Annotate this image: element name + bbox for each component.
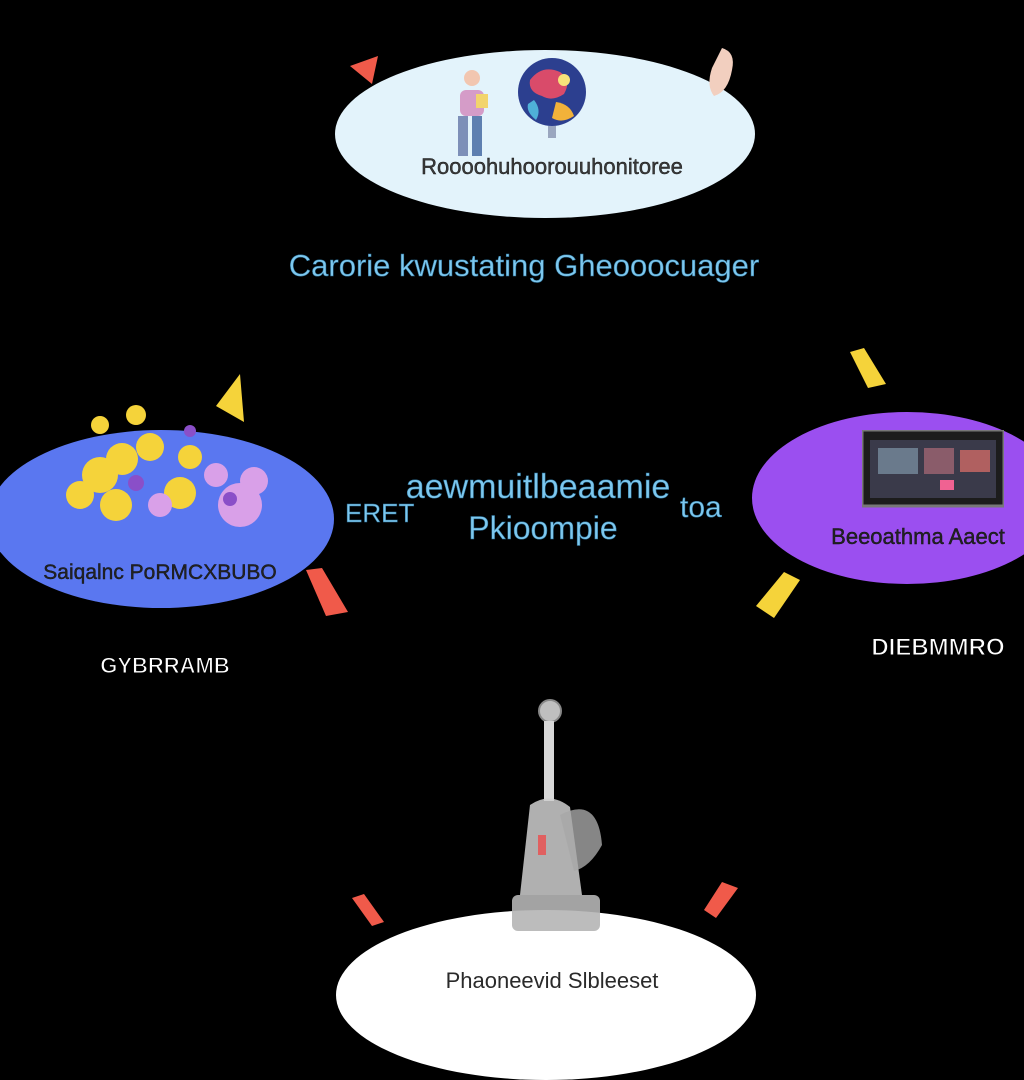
right-node-label: Beeoathma Aaect bbox=[831, 524, 1005, 549]
shard-icon bbox=[850, 348, 886, 388]
shard-icon bbox=[352, 894, 384, 926]
bottom-node-label: Phaoneevid Slbleeset bbox=[445, 968, 659, 993]
monitor-icon bbox=[862, 430, 1004, 508]
diagram-heading: Carorie kwustating Gheooocuager bbox=[288, 248, 760, 283]
glass-sculpture-icon bbox=[512, 699, 602, 931]
center-line1: aewmuitlbeaamie bbox=[405, 468, 671, 506]
shard-icon bbox=[709, 48, 733, 96]
center-right-tag: toa bbox=[680, 491, 722, 524]
center-left-tag: ERET bbox=[345, 498, 415, 528]
globe-icon bbox=[518, 58, 586, 138]
flower-cluster-icon bbox=[66, 405, 268, 527]
top-node-label: Roooohuhoorouuhonitoree bbox=[421, 154, 683, 179]
left-node-label: Saiqalnc PoRMCXBUBO bbox=[43, 561, 277, 584]
shard-icon bbox=[350, 56, 378, 84]
shard-icon bbox=[216, 374, 244, 422]
left-node bbox=[0, 430, 334, 608]
right-node-caption: DIEBMMRO bbox=[871, 634, 1005, 661]
left-node-caption: GYBRRAMB bbox=[100, 653, 231, 678]
center-line2: Pkioompie bbox=[468, 510, 618, 546]
shard-icon bbox=[704, 882, 738, 918]
figure-icon bbox=[458, 70, 488, 156]
shard-icon bbox=[306, 568, 348, 616]
shard-icon bbox=[756, 572, 800, 618]
